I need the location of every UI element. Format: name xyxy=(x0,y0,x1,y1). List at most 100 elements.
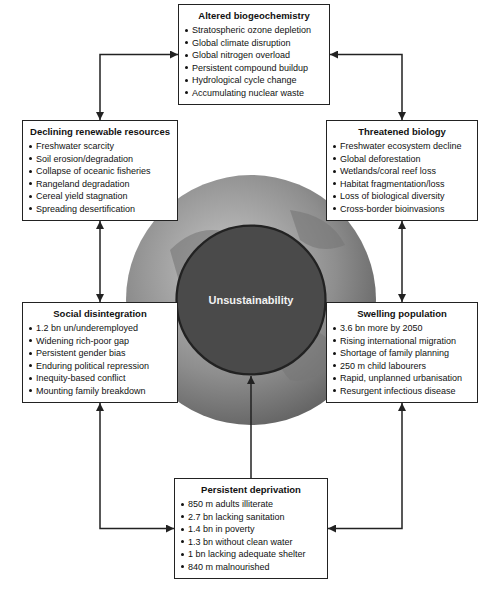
box-heading: Persistent deprivation xyxy=(181,483,321,496)
bullet-text: Spreading desertification xyxy=(36,203,135,216)
bullet-dot xyxy=(185,91,188,94)
bullet-row: Persistent gender bias xyxy=(29,347,171,360)
bullet-row: 1.2 bn un/underemployed xyxy=(29,322,171,335)
bullet-row: Rising international migration xyxy=(333,335,471,348)
bullet-text: Persistent gender bias xyxy=(36,347,126,360)
globe-circle: Unsustainability xyxy=(175,224,327,376)
bullet-dot xyxy=(185,29,188,32)
bullet-dot xyxy=(181,540,184,543)
connector-arrow xyxy=(100,55,178,121)
bullet-row: Habitat fragmentation/loss xyxy=(333,178,471,191)
bullet-text: Collapse of oceanic fisheries xyxy=(36,165,151,178)
box-heading: Social disintegration xyxy=(29,307,171,320)
bullet-dot xyxy=(181,565,184,568)
bullet-text: Stratospheric ozone depletion xyxy=(192,24,311,37)
box-heading: Altered biogeochemistry xyxy=(185,9,323,22)
bullet-text: Global climate disruption xyxy=(192,37,291,50)
bullet-text: Inequity-based conflict xyxy=(36,372,126,385)
bullet-row: Spreading desertification xyxy=(29,203,171,216)
bullet-text: 250 m child labourers xyxy=(340,360,426,373)
bullet-text: Resurgent infectious disease xyxy=(340,385,456,398)
bullet-dot xyxy=(29,157,32,160)
issue-box: Persistent deprivation 850 m adults illit… xyxy=(174,478,328,579)
connector-arrow xyxy=(250,376,252,478)
bullet-row: Loss of biological diversity xyxy=(333,190,471,203)
bullet-dot xyxy=(181,503,184,506)
bullet-dot xyxy=(181,528,184,531)
bullet-row: Stratospheric ozone depletion xyxy=(185,24,323,37)
bullet-row: Global nitrogen overload xyxy=(185,49,323,62)
box-heading: Threatened biology xyxy=(333,125,471,138)
bullet-text: Global nitrogen overload xyxy=(192,49,290,62)
bullet-row: 1.4 bn in poverty xyxy=(181,523,321,536)
bullet-dot xyxy=(29,145,32,148)
bullet-text: Wetlands/coral reef loss xyxy=(340,165,436,178)
bullet-row: Shortage of family planning xyxy=(333,347,471,360)
connector-arrow xyxy=(328,403,402,529)
bullet-dot xyxy=(181,515,184,518)
bullet-text: 3.6 bn more by 2050 xyxy=(340,322,423,335)
issue-box: Altered biogeochemistryStratospheric ozo… xyxy=(178,4,330,105)
bullet-dot xyxy=(333,377,336,380)
bullet-text: Accumulating nuclear waste xyxy=(192,87,304,100)
bullet-row: Rangeland degradation xyxy=(29,178,171,191)
bullet-row: Wetlands/coral reef loss xyxy=(333,165,471,178)
bullet-text: Freshwater scarcity xyxy=(36,140,114,153)
bullet-dot xyxy=(185,79,188,82)
bullet-dot xyxy=(181,553,184,556)
bullet-text: Hydrological cycle change xyxy=(192,74,297,87)
bullet-dot xyxy=(333,389,336,392)
bullet-row: Global deforestation xyxy=(333,153,471,166)
bullet-row: Cereal yield stagnation xyxy=(29,190,171,203)
bullet-text: 840 m malnourished xyxy=(188,561,270,574)
bullet-text: Soil erosion/degradation xyxy=(36,153,133,166)
bullet-dot xyxy=(333,157,336,160)
bullet-dot xyxy=(29,195,32,198)
bullet-row: Resurgent infectious disease xyxy=(333,385,471,398)
box-heading: Swelling population xyxy=(333,307,471,320)
connector-arrow xyxy=(330,55,402,121)
bullet-text: Global deforestation xyxy=(340,153,421,166)
bullet-row: 850 m adults illiterate xyxy=(181,498,321,511)
box-heading: Declining renewable resources xyxy=(29,125,171,138)
issue-box: Swelling population 3.6 bn more by 2050Ri… xyxy=(326,302,478,403)
connector-arrow xyxy=(100,403,174,529)
bullet-dot xyxy=(333,145,336,148)
bullet-text: Freshwater ecosystem decline xyxy=(340,140,462,153)
bullet-dot xyxy=(29,170,32,173)
bullet-row: Soil erosion/degradation xyxy=(29,153,171,166)
bullet-text: 1.2 bn un/underemployed xyxy=(36,322,138,335)
bullet-dot xyxy=(29,207,32,210)
connector-arrow xyxy=(401,221,403,302)
bullet-row: 1.3 bn without clean water xyxy=(181,536,321,549)
bullet-text: Widening rich-poor gap xyxy=(36,335,129,348)
bullet-text: Mounting family breakdown xyxy=(36,385,146,398)
bullet-row: Cross-border bioinvasions xyxy=(333,203,471,216)
bullet-dot xyxy=(29,389,32,392)
bullet-dot xyxy=(333,327,336,330)
bullet-row: 2.7 bn lacking sanitation xyxy=(181,511,321,524)
issue-box: Threatened biologyFreshwater ecosystem d… xyxy=(326,120,478,221)
bullet-dot xyxy=(185,54,188,57)
bullet-row: Mounting family breakdown xyxy=(29,385,171,398)
bullet-row: Widening rich-poor gap xyxy=(29,335,171,348)
bullet-row: 3.6 bn more by 2050 xyxy=(333,322,471,335)
bullet-row: 840 m malnourished xyxy=(181,561,321,574)
bullet-text: 1.4 bn in poverty xyxy=(188,523,255,536)
bullet-text: Rangeland degradation xyxy=(36,178,130,191)
bullet-text: Shortage of family planning xyxy=(340,347,449,360)
bullet-dot xyxy=(29,364,32,367)
bullet-text: Cross-border bioinvasions xyxy=(340,203,445,216)
bullet-text: Rising international migration xyxy=(340,335,456,348)
bullet-dot xyxy=(333,182,336,185)
bullet-dot xyxy=(185,66,188,69)
bullet-dot xyxy=(29,182,32,185)
bullet-text: Cereal yield stagnation xyxy=(36,190,128,203)
bullet-dot xyxy=(333,207,336,210)
bullet-row: Collapse of oceanic fisheries xyxy=(29,165,171,178)
center-label: Unsustainability xyxy=(175,294,327,306)
bullet-row: 250 m child labourers xyxy=(333,360,471,373)
bullet-row: Enduring political repression xyxy=(29,360,171,373)
bullet-text: Habitat fragmentation/loss xyxy=(340,178,445,191)
